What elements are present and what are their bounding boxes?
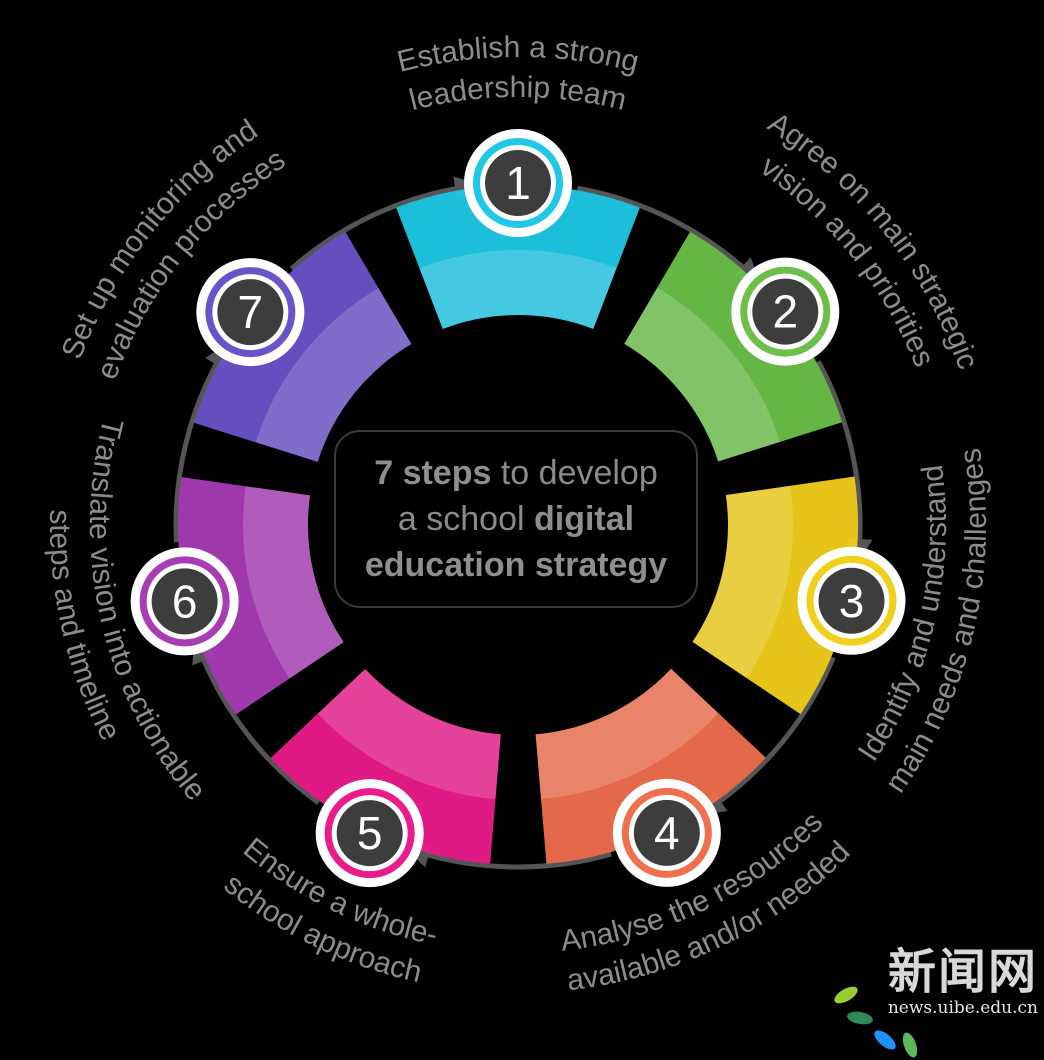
step-badge-4: 4	[612, 778, 721, 887]
petal-step-1	[396, 185, 640, 329]
petal-step-3	[692, 476, 858, 715]
leaf-shape	[874, 1030, 896, 1050]
step-badge-3: 3	[797, 546, 906, 655]
cycle-ring	[173, 176, 873, 870]
petal-step-7	[193, 232, 412, 462]
ring-arrow-1	[576, 185, 761, 284]
center-title-bold-3: education strategy	[364, 546, 668, 584]
ring-arrow-7	[289, 176, 480, 271]
petal-step-5	[270, 669, 501, 864]
center-title-plain-2: a school	[397, 500, 534, 538]
step-badge-6: 6	[130, 547, 239, 656]
ring-arrow-2	[816, 360, 873, 564]
step-badge-7: 7	[196, 258, 305, 367]
step-label-1-line-2: leadership team	[406, 71, 629, 117]
leaf-shape	[834, 986, 858, 1004]
ring-arrow-3	[699, 656, 836, 815]
ring-arrow-6	[173, 342, 229, 543]
ring-arrow-4	[404, 843, 612, 870]
center-title-line-1: 7 steps to develop	[374, 450, 658, 496]
petal-step-4	[535, 668, 766, 864]
ring-arrow-5	[192, 637, 320, 805]
petal-step-6	[177, 477, 344, 715]
watermark-url: news.uibe.edu.cn	[887, 998, 1038, 1018]
leaf-shape	[902, 1032, 918, 1058]
step-number-2: 2	[772, 286, 798, 338]
step-petals	[177, 185, 858, 864]
step-badges: 1 2 3 4 5 6 7	[130, 129, 906, 888]
step-badge-2: 2	[731, 257, 840, 366]
center-title-bold-2: digital	[533, 500, 635, 538]
center-title-rest-1: to develop	[491, 454, 658, 492]
center-title-box: 7 steps to develop a school digital educ…	[334, 430, 698, 608]
leaf-shape	[847, 1011, 873, 1025]
step-number-1: 1	[505, 157, 531, 209]
step-badge-5: 5	[315, 779, 424, 888]
step-number-3: 3	[839, 575, 865, 627]
center-title-line-3: education strategy	[365, 542, 667, 588]
step-number-7: 7	[238, 286, 264, 338]
watermark-leaf-icon	[834, 986, 918, 1058]
step-number-6: 6	[172, 575, 198, 627]
watermark-title: 新闻网	[887, 944, 1038, 1000]
step-badge-1: 1	[464, 129, 572, 237]
step-number-5: 5	[357, 807, 383, 859]
center-title-bold-1: 7 steps	[374, 454, 492, 492]
petal-step-2	[624, 231, 843, 462]
watermark: 新闻网 news.uibe.edu.cn	[888, 946, 1038, 1018]
step-number-4: 4	[654, 807, 680, 859]
center-title-line-2: a school digital	[398, 496, 634, 542]
